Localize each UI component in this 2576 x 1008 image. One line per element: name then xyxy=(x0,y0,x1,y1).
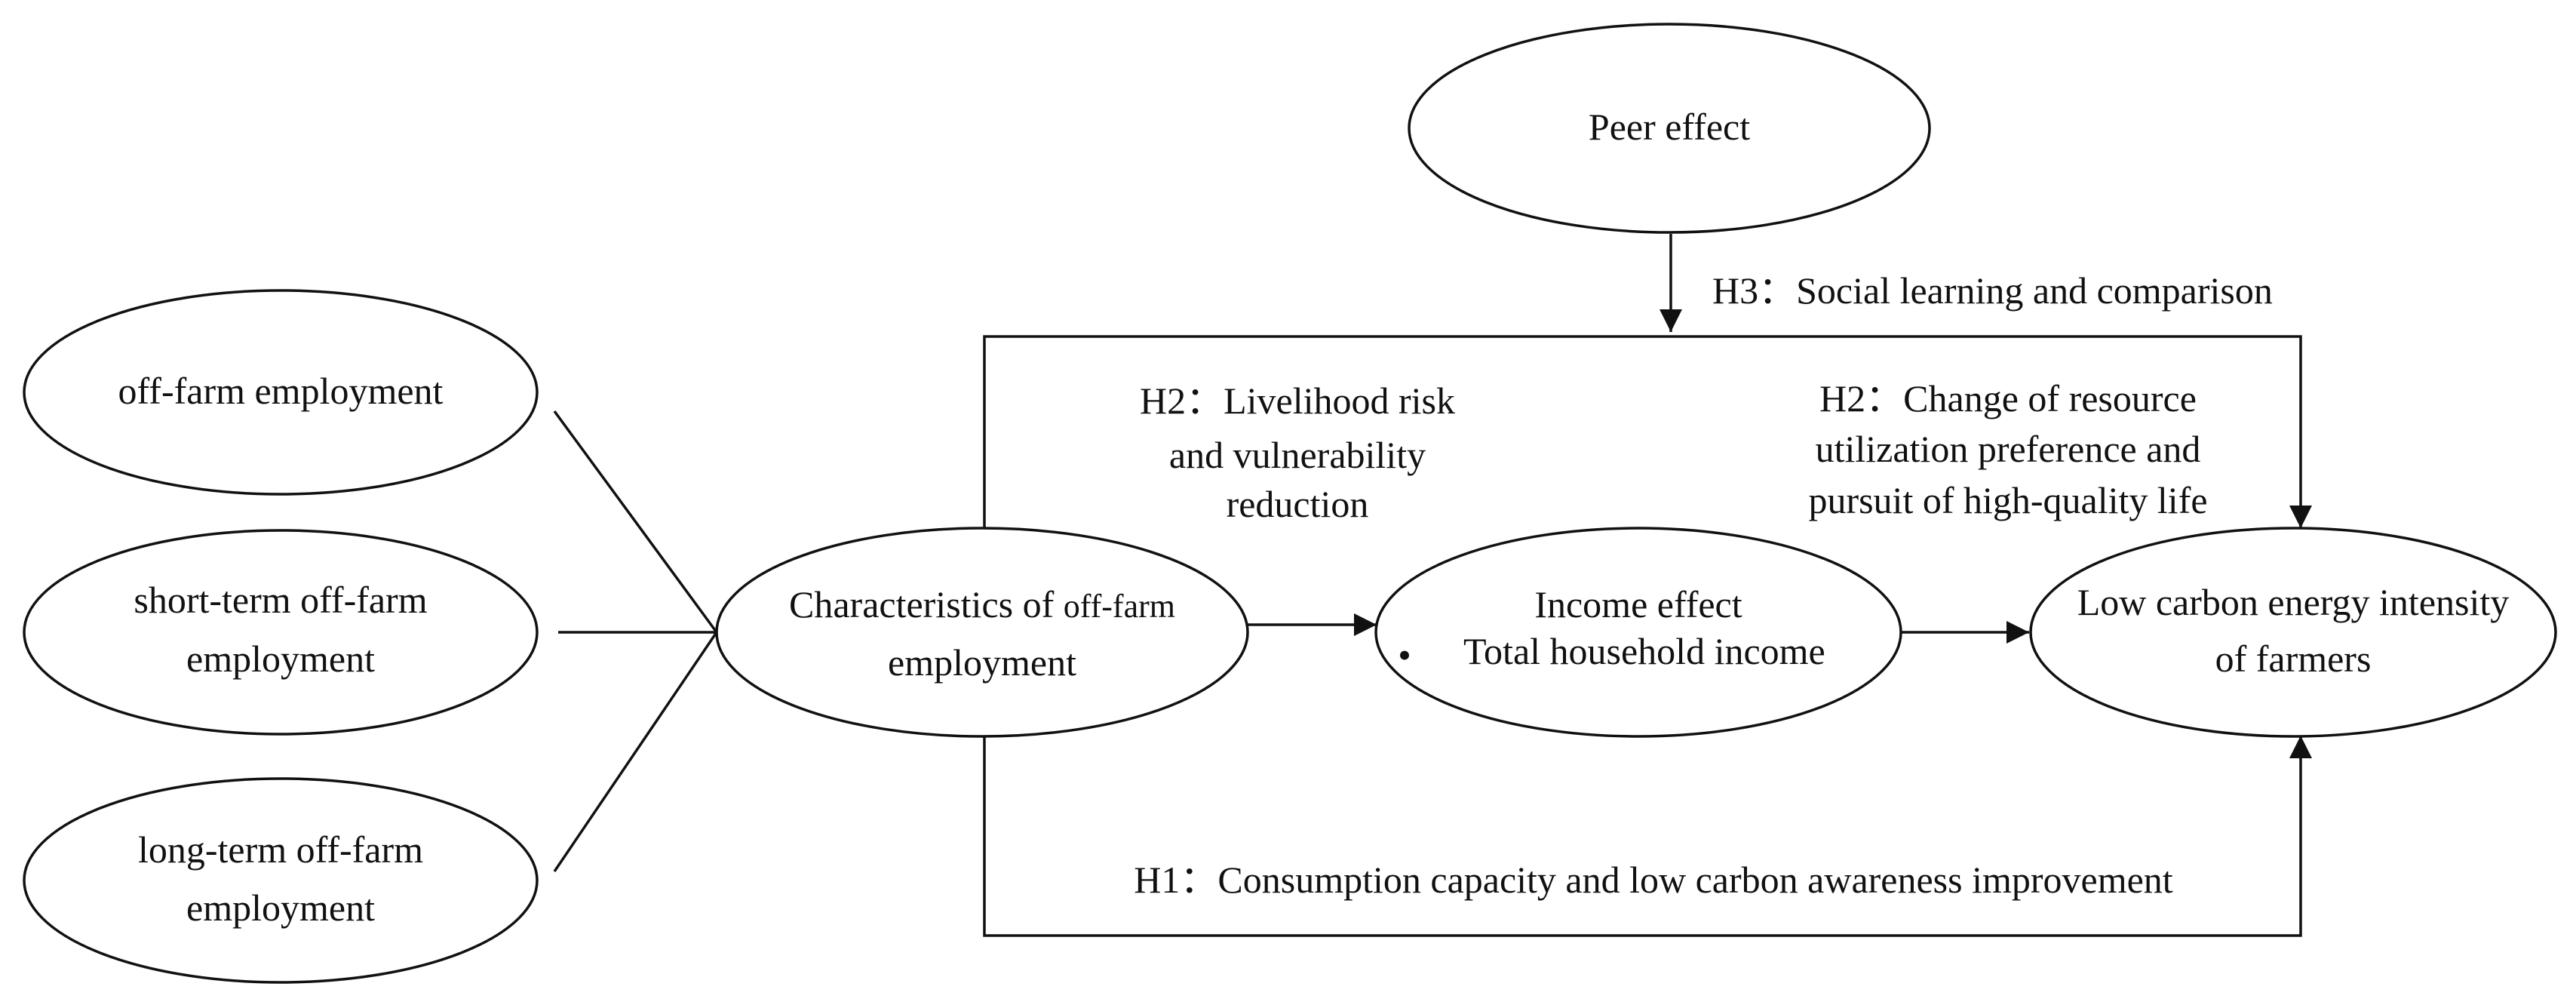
peer-label: Peer effect xyxy=(1589,106,1750,148)
node-income-effect: Income effect • Total household income xyxy=(1374,527,1902,738)
h1-label: H1：Consumption capacity and low carbon a… xyxy=(1134,859,2173,901)
bottom-path-line xyxy=(983,736,2312,937)
h2-right-label-2: utilization preference and xyxy=(1816,428,2201,470)
short-term-label-2: employment xyxy=(186,638,375,680)
bullet-glyph: • xyxy=(1398,634,1411,676)
long-term-label-1: long-term off-farm xyxy=(138,828,423,871)
short-term-label-1: short-term off-farm xyxy=(134,579,427,621)
node-long-term-employment: long-term off-farm employment xyxy=(23,777,539,984)
h3-label: H3：Social learning and comparison xyxy=(1712,269,2273,312)
connector-long-term xyxy=(553,632,718,872)
income-label-1: Income effect xyxy=(1534,583,1742,625)
low-carbon-label-1: Low carbon energy intensity xyxy=(2077,581,2510,623)
h2-left-label-3: reduction xyxy=(1227,483,1369,525)
h2-left-label-2: and vulnerability xyxy=(1169,434,1426,476)
income-label-2: Total household income xyxy=(1463,630,1825,672)
node-characteristics: Characteristics of off-farm employment xyxy=(715,527,1249,738)
characteristics-label-1: Characteristics of off-farm xyxy=(789,583,1175,625)
node-low-carbon: Low carbon energy intensity of farmers xyxy=(2029,527,2557,738)
connector-off-farm xyxy=(553,410,718,634)
node-short-term-employment: short-term off-farm employment xyxy=(23,529,539,736)
h2-left-label-1: H2：Livelihood risk xyxy=(1140,380,1455,422)
characteristics-label-2: employment xyxy=(888,641,1076,684)
node-peer-effect: Peer effect xyxy=(1408,23,1931,234)
top-path-line xyxy=(983,335,2312,528)
low-carbon-label-2: of farmers xyxy=(2215,638,2372,680)
off-farm-label: off-farm employment xyxy=(118,370,444,412)
node-off-farm-employment: off-farm employment xyxy=(23,289,539,496)
h2-right-label-1: H2：Change of resource xyxy=(1819,377,2197,419)
h2-right-label-3: pursuit of high-quality life xyxy=(1808,479,2207,521)
long-term-label-2: employment xyxy=(186,887,375,929)
